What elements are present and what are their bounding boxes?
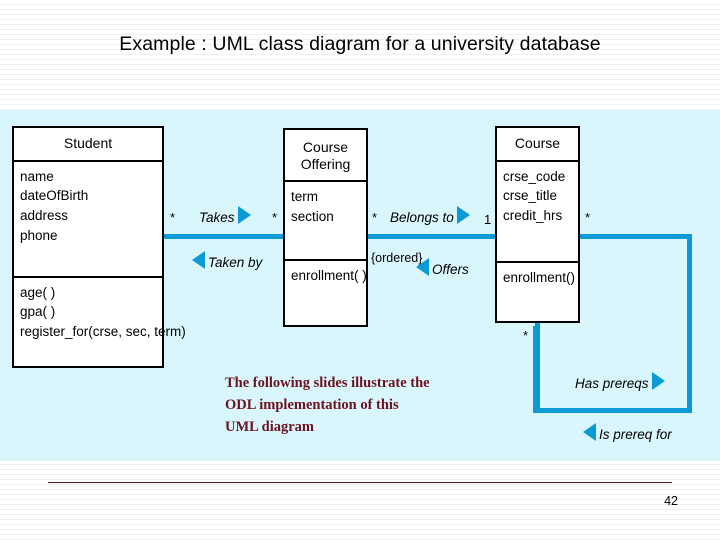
label-text: Taken by: [208, 255, 263, 270]
prereq-loop-bottom-segment: [533, 408, 692, 413]
operation-register-for: register_for(crse, sec, term): [20, 324, 186, 340]
association-line-course-prereq: [578, 234, 692, 239]
arrow-left-icon: [192, 251, 205, 269]
footer-divider: [48, 482, 672, 483]
association-line-student-offering: [164, 234, 285, 239]
association-label-has-prereqs: Has prereqs: [575, 372, 665, 391]
page-number: 42: [664, 494, 678, 508]
multiplicity-offering-right: *: [372, 210, 378, 225]
page-title: Example : UML class diagram for a univer…: [119, 33, 601, 55]
attribute-name: name: [20, 168, 54, 184]
attribute-section: section: [291, 209, 334, 224]
attribute-crse-code: crse_code: [503, 168, 566, 184]
arrow-right-icon: [237, 206, 251, 224]
operation-age: age( ): [20, 284, 56, 300]
arrow-right-icon: [651, 372, 665, 390]
note-text: The following slides illustrate the ODL …: [225, 372, 430, 438]
operation-enrollment: enrollment( ): [291, 268, 367, 284]
association-label-belongs-to: Belongs to: [390, 206, 470, 225]
attribute-credit-hrs: credit_hrs: [503, 208, 563, 224]
label-text: Is prereq for: [599, 427, 672, 442]
attribute-crse-title: crse_title: [503, 188, 558, 204]
association-line-course-down: [535, 323, 540, 411]
operation-gpa: gpa( ): [20, 304, 56, 320]
uml-class-course[interactable]: Course crse_code crse_title credit_hrs e…: [495, 126, 580, 323]
multiplicity-course-right: *: [585, 210, 591, 225]
label-text: Belongs to: [390, 210, 454, 225]
uml-diagram-canvas: Student name dateOfBirth address phone a…: [0, 110, 720, 461]
arrow-left-icon: [583, 423, 596, 441]
attribute-phone: phone: [20, 228, 58, 244]
uml-class-student[interactable]: Student name dateOfBirth address phone a…: [12, 126, 186, 368]
uml-class-course-attributes: crse_code crse_title credit_hrs: [497, 162, 578, 263]
multiplicity-course-bottom: *: [523, 328, 529, 343]
constraint-ordered: {ordered}: [371, 251, 423, 265]
uml-class-course-offering[interactable]: Course Offering term section enrollment(…: [283, 128, 368, 327]
class-name-line-1: Course: [302, 139, 349, 155]
attribute-address: address: [20, 208, 69, 224]
prereq-loop-right-segment: [687, 234, 692, 413]
label-text: Offers: [432, 262, 469, 277]
uml-class-student-name: Student: [14, 128, 162, 162]
uml-class-course-offering-attributes: term section: [285, 182, 366, 262]
operation-enrollment: enrollment(): [503, 269, 576, 285]
uml-class-student-operations: age( ) gpa( ) register_for(crse, sec, te…: [14, 278, 186, 349]
note-line-2: ODL implementation of this: [225, 397, 399, 414]
label-text: Takes: [199, 210, 235, 225]
multiplicity-offering-left: *: [272, 210, 278, 225]
arrow-right-icon: [456, 206, 470, 224]
note-line-1: The following slides illustrate the: [225, 375, 430, 391]
association-label-takes: Takes: [199, 206, 251, 225]
uml-class-course-offering-name: Course Offering: [285, 130, 366, 183]
arrow-left-icon: [416, 258, 429, 276]
association-label-offers: Offers: [416, 258, 469, 277]
uml-class-student-attributes: name dateOfBirth address phone: [14, 162, 162, 278]
class-name-line-2: Offering: [300, 155, 351, 172]
multiplicity-course-left: 1: [484, 212, 492, 227]
attribute-term: term: [291, 189, 318, 205]
association-label-taken-by: Taken by: [192, 251, 262, 270]
uml-class-course-name: Course: [497, 128, 578, 162]
association-label-is-prereq-for: Is prereq for: [583, 423, 672, 442]
association-line-offering-course: [366, 234, 497, 239]
uml-class-course-offering-operations: enrollment( ): [285, 261, 367, 292]
uml-class-course-operations: enrollment(): [497, 263, 578, 294]
label-text: Has prereqs: [575, 376, 649, 391]
note-line-3: UML diagram: [225, 419, 315, 436]
attribute-dateofbirth: dateOfBirth: [20, 188, 89, 204]
multiplicity-student: *: [170, 210, 176, 225]
